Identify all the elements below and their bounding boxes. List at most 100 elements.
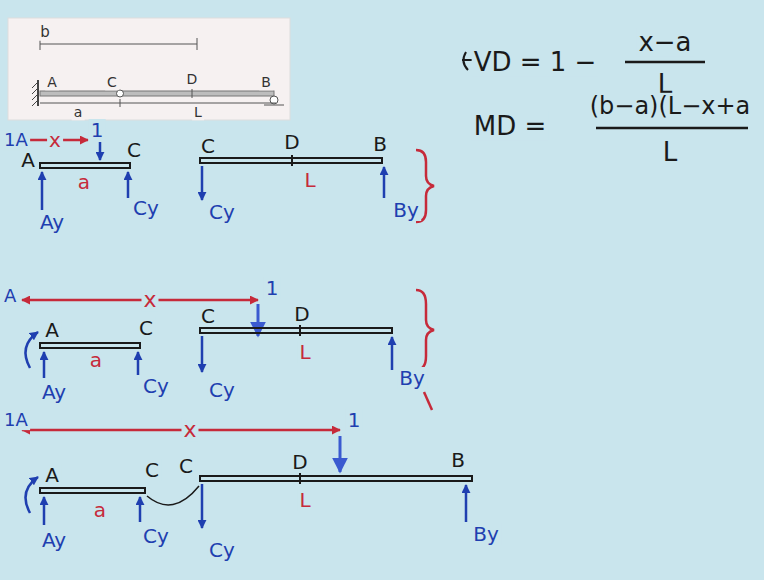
handwritten-label: By xyxy=(391,199,421,221)
free-body-row-2-stroke xyxy=(416,290,434,370)
handwritten-label: Cy xyxy=(141,375,171,397)
inset-figure-stroke xyxy=(120,103,276,104)
handwritten-label: A xyxy=(43,319,61,341)
handwritten-label: x−a xyxy=(636,28,693,57)
handwritten-label: a xyxy=(76,171,92,193)
inset-figure-stroke xyxy=(40,91,274,96)
inset-figure-stroke xyxy=(192,89,193,98)
handwritten-label: Ay xyxy=(40,381,68,403)
inset-figure-stroke xyxy=(40,44,197,45)
free-body-row-3 xyxy=(22,392,472,528)
free-body-row-2-stroke xyxy=(137,352,140,375)
handwritten-label: B xyxy=(259,75,273,90)
free-body-row-2-stroke xyxy=(43,352,46,378)
handwritten-label: C xyxy=(177,455,195,477)
formula-marks-stroke xyxy=(596,127,748,130)
handwritten-label: 1 xyxy=(89,119,106,141)
handwritten-label: 1 xyxy=(346,409,363,431)
handwritten-label: 1 xyxy=(264,277,281,299)
handwritten-label: a xyxy=(88,349,104,371)
free-body-row-2 xyxy=(22,290,434,378)
free-body-row-3-stroke xyxy=(147,486,199,505)
handwritten-label: Cy xyxy=(131,197,161,219)
handwritten-label: C xyxy=(125,139,143,161)
handwritten-label: Ay xyxy=(38,211,66,233)
handwritten-label: C xyxy=(199,305,217,327)
free-body-row-1-stroke xyxy=(291,155,293,166)
free-body-row-1-stroke xyxy=(40,163,130,168)
free-body-row-3-stroke xyxy=(424,392,432,410)
handwritten-label: D xyxy=(292,303,311,325)
inset-figure-stroke xyxy=(264,105,284,106)
handwritten-label: a xyxy=(72,105,85,120)
handwritten-label: (b−a)(L−x+a xyxy=(588,93,753,119)
handwritten-label: Cy xyxy=(207,379,237,401)
free-body-row-3-stroke xyxy=(26,477,39,513)
handwritten-label: L xyxy=(661,138,680,167)
handwritten-label: Cy xyxy=(141,525,171,547)
handwritten-label: L xyxy=(297,489,312,511)
free-body-row-3-stroke xyxy=(339,436,342,472)
free-body-row-2-stroke xyxy=(26,332,39,368)
inset-figure-stroke xyxy=(197,38,198,50)
handwritten-label: Cy xyxy=(207,201,237,223)
inset-figure-stroke xyxy=(120,99,121,107)
handwritten-label: D xyxy=(185,72,200,87)
handwritten-label: A xyxy=(43,464,61,486)
inset-figure xyxy=(8,18,290,120)
handwritten-label: b xyxy=(38,24,52,41)
handwritten-label: C xyxy=(137,317,155,339)
handwritten-label: 1A xyxy=(2,410,30,430)
handwritten-label: A xyxy=(2,286,18,306)
handwritten-label: C xyxy=(199,135,217,157)
inset-figure-stroke xyxy=(40,103,120,104)
free-body-row-3-stroke xyxy=(43,497,46,525)
formula-marks-stroke xyxy=(625,61,705,64)
free-body-row-2-stroke xyxy=(22,299,258,302)
handwritten-label: By xyxy=(471,523,501,545)
handwritten-label: L xyxy=(297,341,312,363)
inset-figure-stroke xyxy=(117,90,124,97)
handwritten-label: VD = 1 − xyxy=(472,48,599,77)
free-body-row-2-stroke xyxy=(200,328,392,333)
free-body-row-2-stroke xyxy=(201,336,204,372)
free-body-row-2-stroke xyxy=(40,343,140,348)
handwritten-label: A xyxy=(45,75,59,90)
handwritten-label: Cy xyxy=(207,539,237,561)
handwritten-label: x xyxy=(181,418,198,442)
free-body-row-1-stroke xyxy=(201,166,204,200)
handwritten-label: D xyxy=(290,451,309,473)
handwritten-label: x xyxy=(141,288,158,312)
free-body-row-1-stroke xyxy=(383,167,386,198)
handwritten-label: B xyxy=(449,449,467,471)
handwritten-label: By xyxy=(397,367,427,389)
free-body-row-3-stroke xyxy=(200,476,472,481)
free-body-row-1-stroke xyxy=(99,142,102,160)
handwritten-label: MD = xyxy=(472,112,549,141)
free-body-row-2-stroke xyxy=(299,325,301,336)
free-body-row-3-stroke xyxy=(299,473,301,484)
free-body-row-2-stroke xyxy=(257,304,260,336)
handwritten-label: Ay xyxy=(40,529,68,551)
handwritten-label: L xyxy=(302,169,317,191)
handwritten-label: x xyxy=(47,129,63,151)
inset-figure-stroke xyxy=(37,80,39,106)
handwritten-label: D xyxy=(282,131,301,153)
handwritten-label: A xyxy=(19,149,37,171)
handwritten-label: a xyxy=(92,499,108,521)
free-body-row-1-stroke xyxy=(127,172,130,198)
free-body-row-1-stroke xyxy=(41,172,44,210)
free-body-row-3-stroke xyxy=(201,484,204,528)
free-body-row-3-stroke xyxy=(139,497,142,522)
handwritten-label: L xyxy=(192,105,204,120)
free-body-row-3-stroke xyxy=(465,485,468,522)
handwritten-label: B xyxy=(371,133,389,155)
handwritten-label: C xyxy=(105,75,119,90)
handwritten-label: 1A xyxy=(2,130,30,150)
inset-figure-stroke xyxy=(32,82,38,106)
free-body-row-2-stroke xyxy=(391,337,394,370)
free-body-row-3-stroke xyxy=(40,488,145,493)
handwritten-label: C xyxy=(143,459,161,481)
